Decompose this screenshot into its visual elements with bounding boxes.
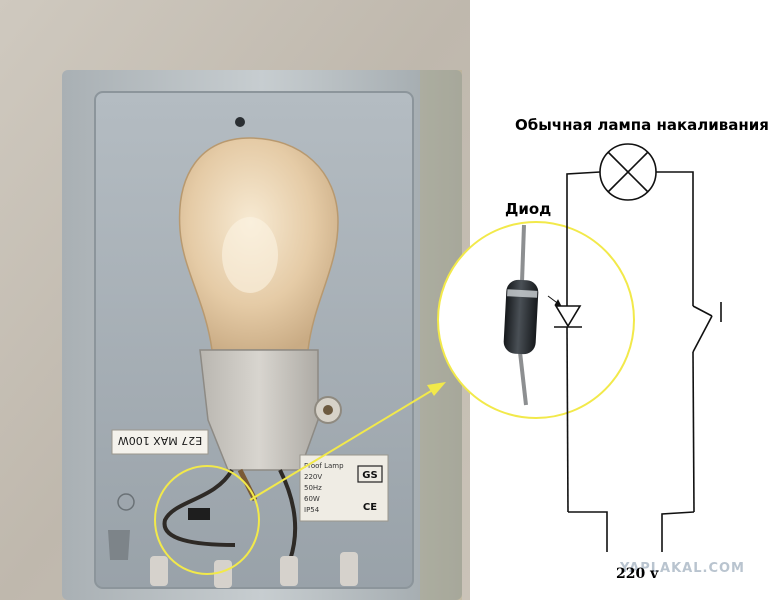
wire-left-top bbox=[566, 171, 601, 294]
spec-line-3: 50Hz bbox=[304, 484, 322, 492]
mounting-bracket bbox=[108, 530, 130, 560]
wire-highlight-circle bbox=[154, 465, 260, 575]
wire-black-left bbox=[162, 468, 236, 547]
terminal-2 bbox=[214, 560, 232, 588]
diode-photo bbox=[503, 224, 539, 406]
lamp-cross-2 bbox=[607, 151, 649, 193]
cable-gland-center bbox=[323, 405, 333, 415]
gs-mark: GS bbox=[362, 470, 377, 481]
watermark: YAPLAKAL.COM bbox=[620, 561, 745, 576]
terminal-1 bbox=[150, 556, 168, 586]
wire-bottom-right bbox=[661, 511, 695, 552]
spec-line-1: Proof Lamp bbox=[304, 462, 344, 470]
terminal-3 bbox=[280, 556, 298, 586]
screw-top bbox=[235, 117, 245, 127]
ground-symbol bbox=[117, 493, 135, 511]
circuit-schematic bbox=[547, 143, 722, 552]
photo: E27 MAX 100W Proof Lamp 220V 50Hz 60W IP… bbox=[0, 0, 470, 600]
switch-symbol bbox=[692, 302, 722, 513]
diode-label: Диод bbox=[505, 200, 552, 218]
spec-line-2: 220V bbox=[304, 473, 322, 481]
rating-sticker: E27 MAX 100W bbox=[111, 429, 209, 455]
spec-label: Proof Lamp 220V 50Hz 60W IP54 GS CE bbox=[299, 454, 389, 522]
spec-line-5: IP54 bbox=[304, 506, 320, 514]
diode-symbol bbox=[547, 294, 582, 513]
voltage-label: 220 v bbox=[616, 566, 659, 582]
bulb-filament-glow bbox=[222, 217, 278, 293]
pointer-arrow bbox=[249, 382, 446, 501]
lamp-label: Обычная лампа накаливания bbox=[515, 116, 769, 134]
wire-bottom-left bbox=[568, 511, 608, 552]
socket-rating-text: E27 MAX 100W bbox=[118, 434, 202, 447]
tape-on-wire bbox=[188, 508, 210, 520]
terminal-4 bbox=[340, 552, 358, 586]
ce-mark: CE bbox=[363, 502, 377, 513]
wire-right-top bbox=[656, 171, 694, 306]
spec-line-4: 60W bbox=[304, 495, 320, 503]
